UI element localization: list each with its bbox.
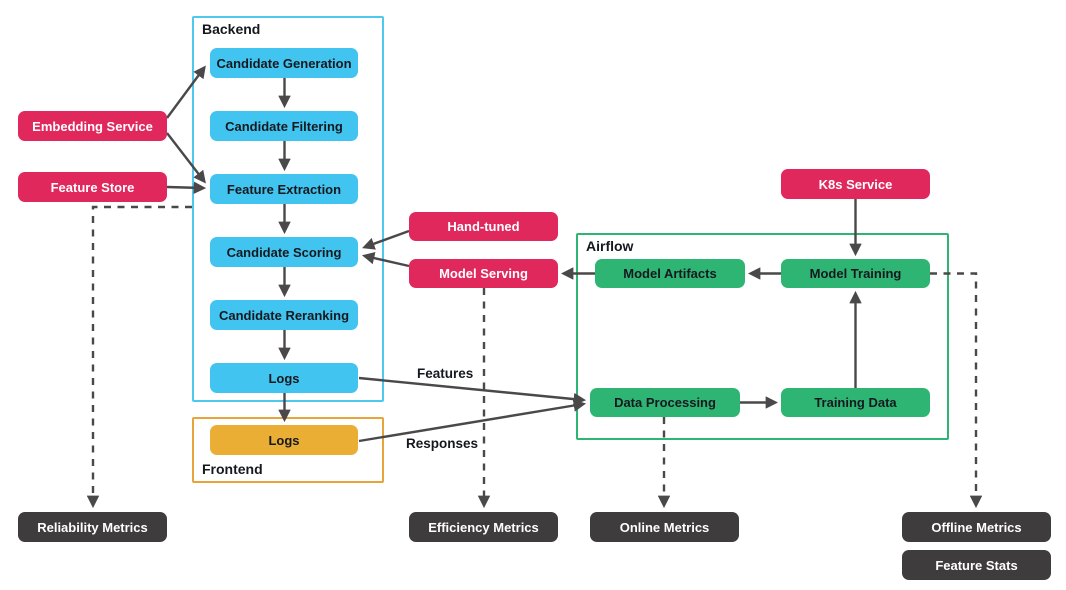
node-training-data-label: Training Data: [814, 395, 897, 410]
node-feature-stats-label: Feature Stats: [935, 557, 1018, 573]
edge-backend-to-reliability-metrics: [86, 205, 192, 509]
node-backend-logs: Logs: [210, 363, 358, 393]
node-candidate-generation-label: Candidate Generation: [216, 55, 352, 71]
node-online-metrics: Online Metrics: [590, 512, 739, 542]
edge-feature-store-to-feature-extraction: [166, 181, 207, 194]
node-training-data: Training Data: [781, 388, 930, 417]
edge-label-features: Features: [417, 366, 474, 381]
node-offline-metrics: Offline Metrics: [902, 512, 1051, 542]
backend-container: Backend: [192, 16, 384, 402]
node-embedding-service-label: Embedding Service: [32, 118, 153, 134]
node-candidate-filtering: Candidate Filtering: [210, 111, 358, 141]
node-data-processing: Data Processing: [590, 388, 740, 417]
node-candidate-scoring: Candidate Scoring: [210, 237, 358, 267]
node-feature-stats: Feature Stats: [902, 550, 1051, 580]
edge-model-training-to-offline-metrics: [930, 272, 983, 509]
edge-embedding-service-to-feature-extraction: [166, 132, 206, 184]
airflow-container-label: Airflow: [586, 238, 634, 254]
node-feature-store-label: Feature Store: [50, 179, 135, 195]
node-model-artifacts: Model Artifacts: [595, 259, 745, 288]
node-frontend-logs-label: Logs: [268, 432, 300, 448]
node-k8s-service: K8s Service: [781, 169, 930, 199]
node-reliability-metrics: Reliability Metrics: [18, 512, 167, 542]
node-k8s-service-label: K8s Service: [818, 176, 893, 192]
node-hand-tuned: Hand-tuned: [409, 212, 558, 241]
node-model-serving-label: Model Serving: [439, 266, 528, 281]
node-hand-tuned-label: Hand-tuned: [447, 219, 520, 234]
node-data-processing-label: Data Processing: [614, 395, 716, 410]
edge-hand-tuned-to-candidate-scoring: [362, 229, 410, 250]
node-feature-extraction-label: Feature Extraction: [226, 181, 342, 197]
node-online-metrics-label: Online Metrics: [619, 519, 710, 535]
node-candidate-reranking: Candidate Reranking: [210, 300, 358, 330]
node-candidate-scoring-label: Candidate Scoring: [226, 244, 342, 260]
node-feature-store: Feature Store: [18, 172, 167, 202]
node-feature-extraction: Feature Extraction: [210, 174, 358, 204]
node-efficiency-metrics: Efficiency Metrics: [409, 512, 558, 542]
node-backend-logs-label: Logs: [268, 370, 300, 386]
backend-container-label: Backend: [202, 21, 261, 37]
edge-model-serving-to-candidate-scoring: [361, 251, 410, 268]
node-model-training-label: Model Training: [809, 266, 902, 281]
frontend-container-label: Frontend: [202, 461, 263, 477]
node-model-serving: Model Serving: [409, 259, 558, 288]
airflow-container: Airflow: [576, 233, 949, 440]
edge-label-responses: Responses: [406, 436, 479, 451]
node-embedding-service: Embedding Service: [18, 111, 167, 141]
node-candidate-filtering-label: Candidate Filtering: [225, 118, 343, 134]
edge-frontend-logs-to-data-processing-responses: [358, 399, 587, 443]
node-frontend-logs: Logs: [210, 425, 358, 455]
edge-embedding-service-to-candidate-generation: [166, 65, 206, 119]
edge-backend-logs-to-data-processing-features: [358, 376, 587, 406]
node-candidate-reranking-label: Candidate Reranking: [218, 307, 350, 323]
node-reliability-metrics-label: Reliability Metrics: [37, 519, 148, 535]
node-model-training: Model Training: [781, 259, 930, 288]
node-efficiency-metrics-label: Efficiency Metrics: [428, 519, 539, 535]
node-model-artifacts-label: Model Artifacts: [623, 266, 717, 281]
node-offline-metrics-label: Offline Metrics: [931, 519, 1022, 535]
node-candidate-generation: Candidate Generation: [210, 48, 358, 78]
